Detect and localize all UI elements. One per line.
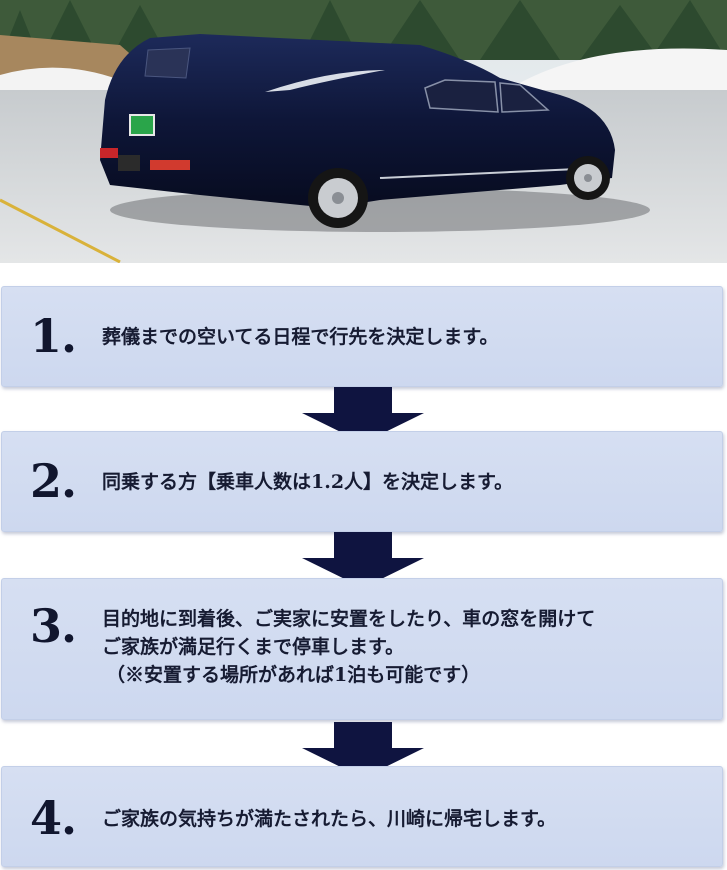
step-1-line-1: 葬儀までの空いてる日程で行先を決定します。 [102,326,499,348]
step-1-text: 葬儀までの空いてる日程で行先を決定します。 [102,323,708,351]
step-4-number: 4. [30,791,77,845]
step-2-line-1: 同乗する方【乗車人数は1.2人】を決定します。 [102,471,514,493]
step-2-number: 2. [30,454,77,508]
step-3-line-1: 目的地に到着後、ご実家に安置をしたり、車の窓を開けて [102,608,596,630]
arrow-down-icon [302,532,424,588]
step-1-box: 1. 葬儀までの空いてる日程で行先を決定します。 [1,286,723,387]
step-3-line-2: ご家族が満足行くまで停車します。 [102,636,405,658]
step-4-box: 4. ご家族の気持ちが満たされたら、川崎に帰宅します。 [1,766,723,867]
step-1-number: 1. [30,309,77,363]
arrow-down-icon [302,387,424,443]
step-4-line-1: ご家族の気持ちが満たされたら、川崎に帰宅します。 [102,808,557,830]
arrow-down-icon [302,722,424,778]
step-2-text: 同乗する方【乗車人数は1.2人】を決定します。 [102,468,708,496]
step-3-number: 3. [30,599,77,653]
step-4-text: ご家族の気持ちが満たされたら、川崎に帰宅します。 [102,805,708,833]
step-2-box: 2. 同乗する方【乗車人数は1.2人】を決定します。 [1,431,723,532]
step-3-box: 3. 目的地に到着後、ご実家に安置をしたり、車の窓を開けて ご家族が満足行くまで… [1,578,723,720]
hearse-photo [0,0,727,263]
step-3-line-3: （※安置する場所があれば1泊も可能です） [106,664,481,686]
step-3-text: 目的地に到着後、ご実家に安置をしたり、車の窓を開けて ご家族が満足行くまで停車し… [102,605,708,689]
